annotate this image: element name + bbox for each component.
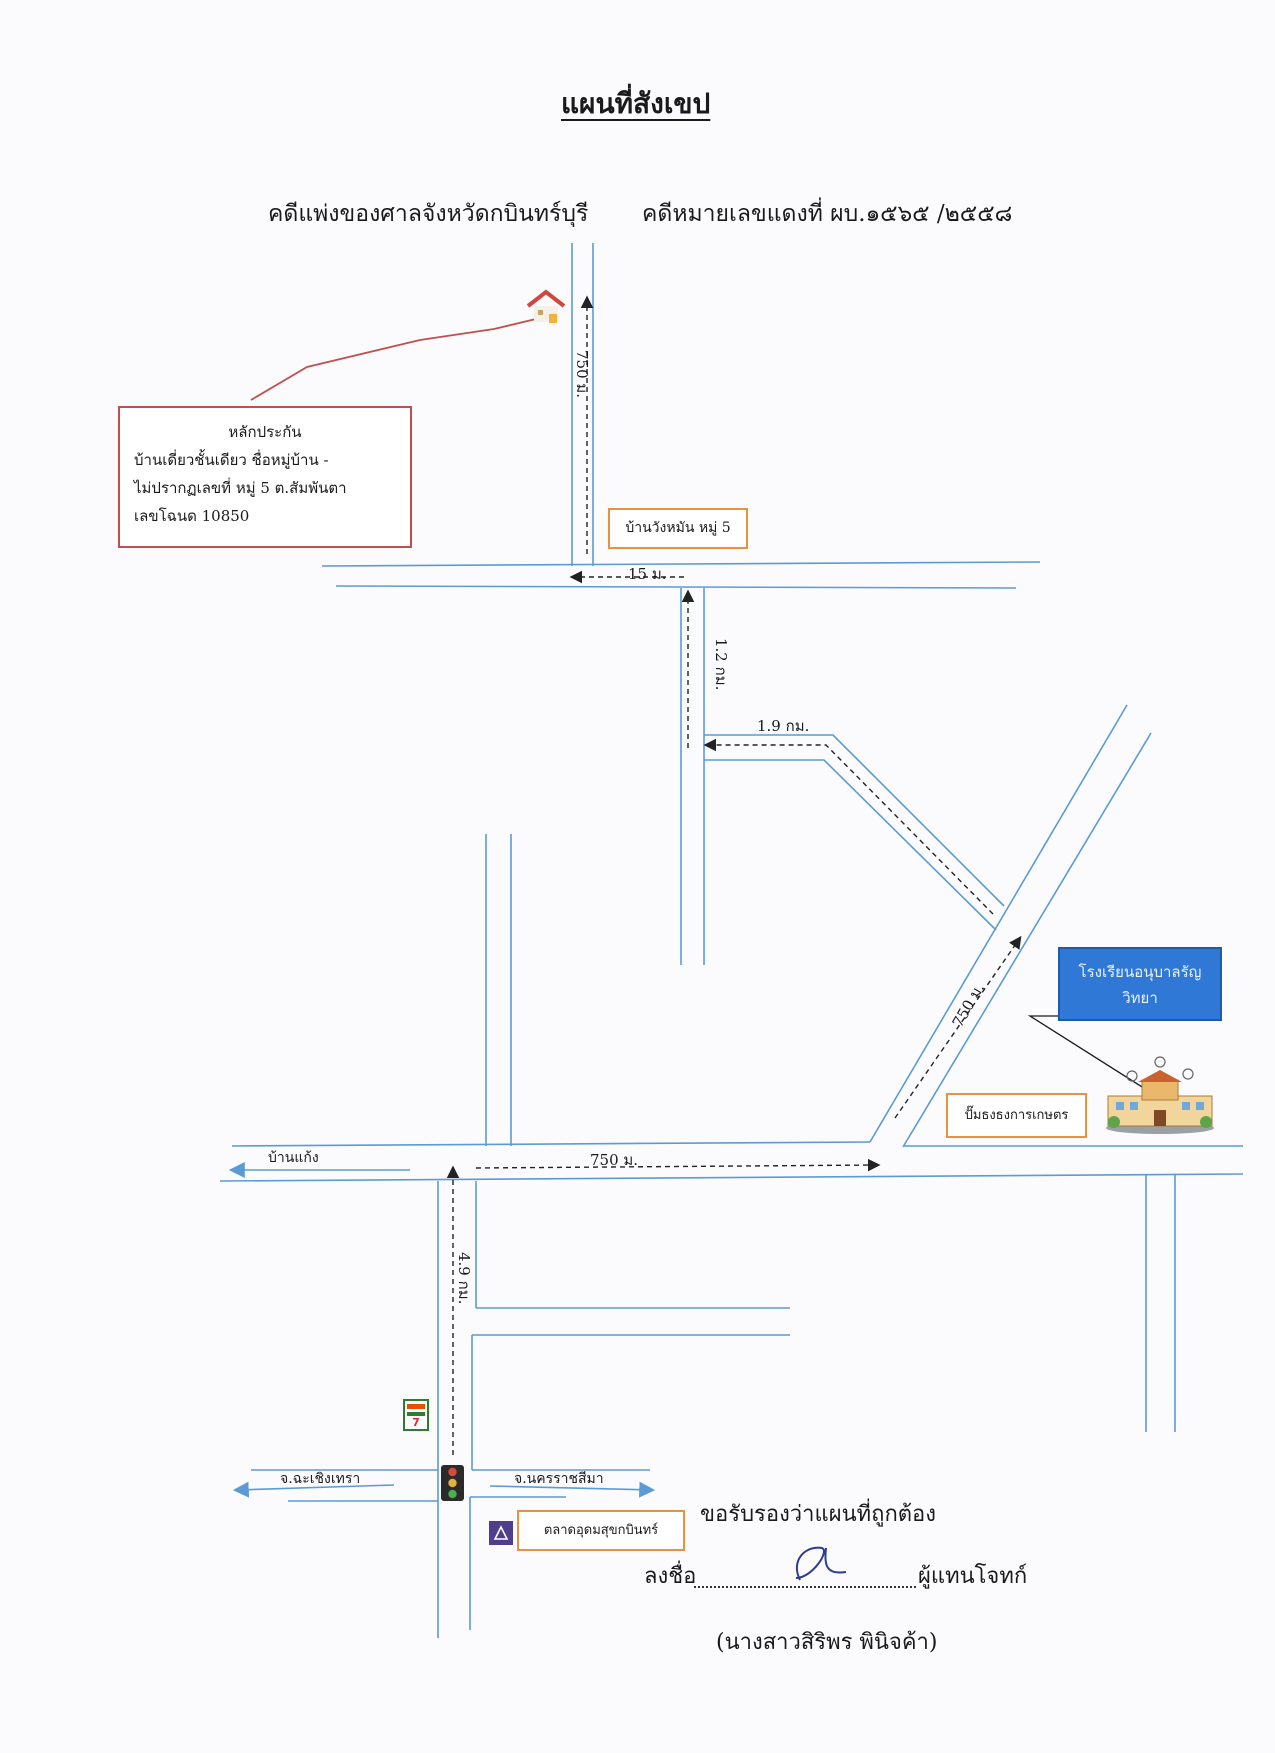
road-main-top <box>231 1141 871 1147</box>
route-750-main <box>475 1158 881 1172</box>
representative-label: ผู้แทนโจทก์ <box>918 1564 1028 1589</box>
school-label: โรงเรียนอนุบาลรัญ วิทยา <box>1058 947 1222 1021</box>
road-label-chachoengsao: จ.ฉะเชิงเทรา <box>280 1471 361 1487</box>
sign-label: ลงชื่อ <box>644 1564 697 1589</box>
road-label-nakhonratchasima: จ.นครราชสีมา <box>514 1471 604 1487</box>
route-1-9 <box>703 738 994 915</box>
market-label: ตลาดอุดมสุขกบินทร์ <box>517 1510 685 1551</box>
school-callout-tail <box>1027 1015 1151 1093</box>
page-title: แผนที่สังเขป <box>561 87 711 120</box>
case-court: คดีแพ่งของศาลจังหวัดกบินทร์บุรี <box>268 201 589 227</box>
seven-eleven-icon: 7 <box>403 1399 429 1431</box>
bank-label: ปั๊มธงธงการเกษตร <box>946 1093 1087 1138</box>
roads <box>219 243 1244 1638</box>
arrow-to-nakhonratchasima <box>489 1481 656 1498</box>
distance-1-9: 1.9 กม. <box>757 717 810 735</box>
bank-logo-icon <box>489 1521 513 1545</box>
road-main-bottom <box>219 1173 1244 1182</box>
case-number: คดีหมายเลขแดงที่ ผบ.๑๕๖๕ /๒๕๕๘ <box>642 201 1013 227</box>
collateral-heading: หลักประกัน <box>228 423 302 441</box>
distance-750-top: 750 ม. <box>573 350 591 399</box>
road-h1-bottom <box>335 585 1017 589</box>
route <box>446 295 1022 1455</box>
signature-line <box>694 1566 916 1588</box>
direction-arrows <box>228 1162 656 1498</box>
road-h1-top <box>321 561 1041 567</box>
collateral-line-3: เลขโฉนด 10850 <box>134 507 250 525</box>
road-branch-bottom <box>704 759 997 931</box>
arrow-to-chachoengsao <box>232 1481 395 1498</box>
road-diag-right <box>902 732 1152 1148</box>
road-branch-top <box>704 734 1005 907</box>
signature-mark <box>795 1546 847 1581</box>
school-label-line-1: โรงเรียนอนุบาลรัญ <box>1078 963 1202 981</box>
collateral-line-2: ไม่ปรากฏเลขที่ หมู่ 5 ต.สัมพันตา <box>134 479 347 497</box>
distance-750-main: 750 ม. <box>590 1151 639 1169</box>
distance-4-9: 4.9 กม. <box>455 1252 473 1305</box>
road-diag-left <box>869 704 1128 1143</box>
school-label-line-2: วิทยา <box>1122 989 1158 1007</box>
village-label: บ้านวังหมัน หมู่ 5 <box>608 508 748 549</box>
school-building-icon <box>1106 1056 1214 1134</box>
distance-15: 15 ม. <box>628 565 667 583</box>
collateral-box: หลักประกัน บ้านเดี่ยวชั้นเดียว ชื่อหมู่บ… <box>118 406 412 548</box>
road-label-baankaeng: บ้านแก้ง <box>268 1150 319 1166</box>
route-750-diag <box>894 935 1022 1119</box>
signer-name: (นางสาวสิริพร พินิจค้า) <box>716 1630 938 1655</box>
traffic-light-icon <box>441 1465 464 1501</box>
house-icon <box>526 289 566 323</box>
certify-text: ขอรับรองว่าแผนที่ถูกต้อง <box>700 1502 937 1527</box>
svg-text:7: 7 <box>412 1416 420 1429</box>
collateral-line-1: บ้านเดี่ยวชั้นเดียว ชื่อหมู่บ้าน - <box>134 451 329 469</box>
distance-1-2: 1.2 กม. <box>712 638 730 691</box>
collateral-pointer <box>250 317 541 401</box>
